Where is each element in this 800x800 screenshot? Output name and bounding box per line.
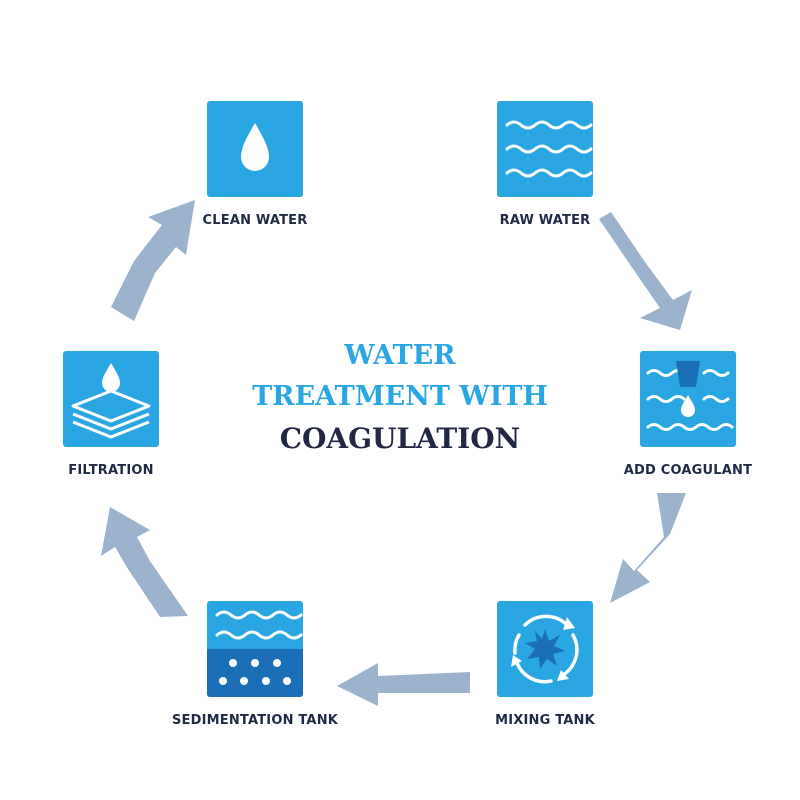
title-line-3: COAGULATION <box>279 422 521 455</box>
tile-raw-water <box>497 101 593 197</box>
tile-filtration <box>63 351 159 447</box>
tile-mixing-tank <box>497 601 593 697</box>
title-line-2: TREATMENT WITH <box>252 381 548 412</box>
step-label-clean-water: CLEAN WATER <box>202 213 308 228</box>
step-label-sedimentation-tank: SEDIMENTATION TANK <box>171 713 339 728</box>
arrow-filtration-to-clean <box>111 200 195 321</box>
sediment-tank-icon <box>207 610 303 697</box>
step-label-raw-water: RAW WATER <box>499 213 591 228</box>
coagulant-dose-icon <box>646 361 734 431</box>
tile-sedimentation-tank <box>207 601 303 697</box>
step-label-mixing-tank: MIXING TANK <box>495 713 595 728</box>
tile-clean-water <box>207 101 303 197</box>
mixing-cycle-icon <box>511 614 579 684</box>
arrow-coagulant-to-mixing <box>610 493 686 603</box>
water-drop-icon <box>241 123 269 171</box>
step-label-filtration: FILTRATION <box>68 463 154 478</box>
tile-add-coagulant <box>640 351 736 447</box>
step-label-add-coagulant: ADD COAGULANT <box>623 463 753 478</box>
filter-layers-icon <box>71 363 151 439</box>
arrow-sedimentation-to-filtration <box>101 507 188 617</box>
title-line-1: WATER <box>344 340 456 371</box>
water-waves-icon <box>505 120 593 178</box>
arrow-raw-to-coagulant <box>599 212 692 330</box>
arrow-mixing-to-sedimentation <box>337 663 470 706</box>
